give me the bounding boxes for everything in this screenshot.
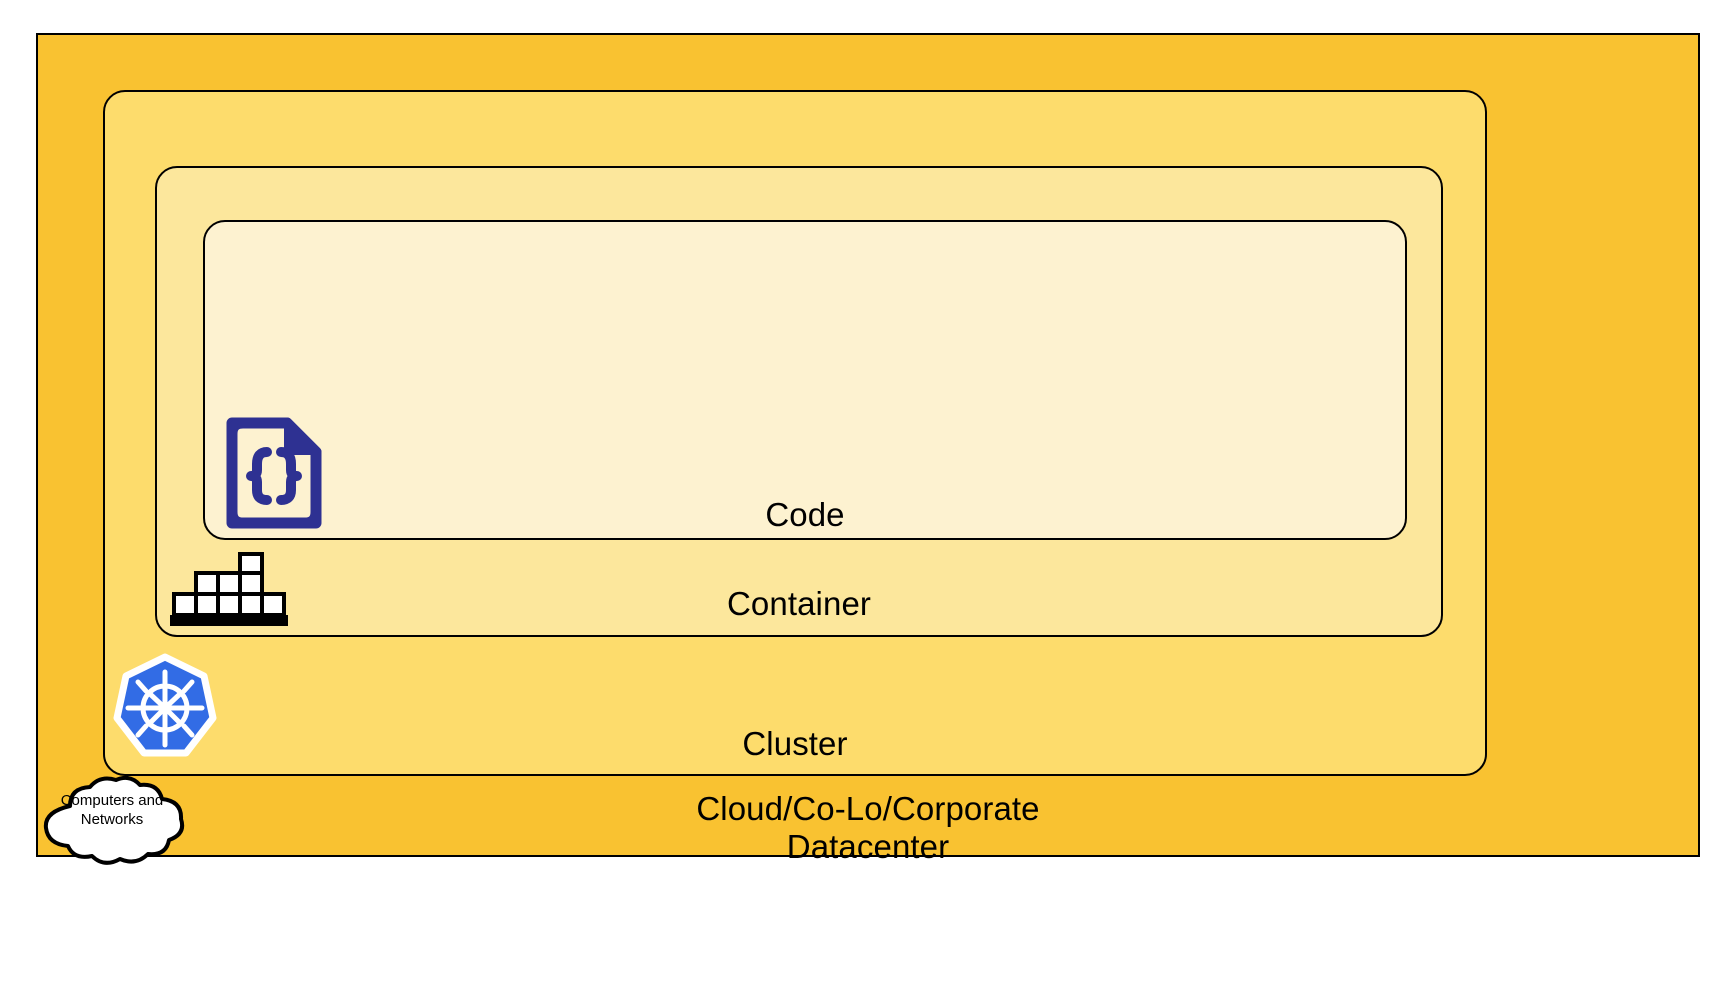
cloud-icon [36, 775, 188, 866]
json-document-icon [221, 414, 325, 532]
kubernetes-icon [110, 653, 220, 763]
layer-code [203, 220, 1407, 540]
layer-label-datacenter: Cloud/Co-Lo/Corporate Datacenter [696, 790, 1040, 865]
bricks-icon [168, 552, 290, 627]
layer-label-container: Container [727, 585, 871, 622]
layer-label-code: Code [765, 496, 845, 533]
layer-label-cluster: Cluster [742, 725, 848, 762]
